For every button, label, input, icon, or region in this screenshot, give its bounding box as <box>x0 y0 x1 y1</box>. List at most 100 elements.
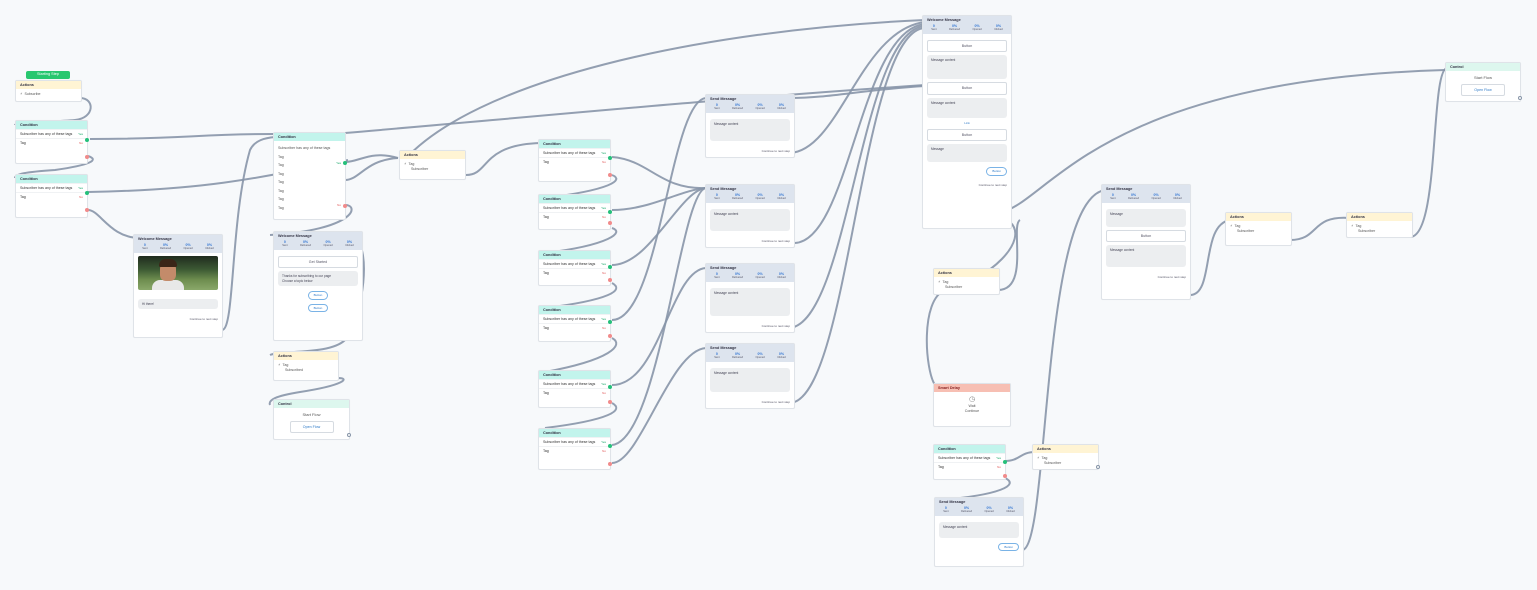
starting-step-badge[interactable]: Starting Step <box>26 71 70 79</box>
output-port[interactable] <box>1518 96 1522 100</box>
condition-node-6[interactable]: Condition Subscriber has any of these ta… <box>538 250 612 286</box>
actions-node-1[interactable]: Actions ⚡Subscribe <box>15 80 82 102</box>
yes-port[interactable] <box>85 138 89 142</box>
yes-label: Yes <box>78 131 83 136</box>
output-port[interactable] <box>347 433 351 437</box>
tag-icon: ⚡ <box>1230 224 1233 228</box>
message-button[interactable]: Button <box>1106 229 1186 243</box>
condition-text: Subscriber has any of these tags <box>20 131 73 136</box>
continue-link[interactable]: Continue to next step <box>761 399 790 404</box>
message-bubble: Message <box>1106 208 1186 227</box>
node-title: Actions <box>400 151 465 159</box>
continue-link[interactable]: Continue to next step <box>761 238 790 243</box>
yes-label: Yes <box>78 185 83 190</box>
action-text: Subscribe <box>24 92 41 96</box>
yes-port[interactable] <box>608 320 612 324</box>
quick-reply-button[interactable]: Button <box>307 303 329 313</box>
message-button[interactable]: Button <box>927 82 1007 95</box>
quick-reply-button[interactable]: Button <box>307 291 329 300</box>
message-link[interactable]: Link <box>964 121 970 125</box>
condition-node-10[interactable]: Condition Subscriber has any of these ta… <box>933 444 1007 480</box>
no-port[interactable] <box>608 334 612 338</box>
node-title: Control <box>1446 63 1520 71</box>
control-node-2[interactable]: Control Start Flow Open Flow <box>1445 62 1522 102</box>
yes-port[interactable] <box>608 385 612 389</box>
yes-port[interactable] <box>608 444 612 448</box>
continue-link[interactable]: Continue to next step <box>189 317 218 322</box>
no-port[interactable] <box>1003 474 1007 478</box>
condition-node-1[interactable]: Condition Subscriber has any of these ta… <box>15 120 89 164</box>
yes-port[interactable] <box>608 156 612 160</box>
node-title: Condition <box>539 140 610 148</box>
no-port[interactable] <box>608 400 612 404</box>
no-label: No <box>79 194 83 199</box>
message-button[interactable]: Button <box>927 128 1007 142</box>
continue-link[interactable]: Continue to next step <box>1157 275 1186 280</box>
message-button[interactable]: Button <box>927 39 1007 53</box>
yes-label: Yes <box>336 161 341 165</box>
condition-node-7[interactable]: Condition Subscriber has any of these ta… <box>538 305 612 342</box>
message-bubble: Hi there! <box>138 298 218 310</box>
no-port[interactable] <box>608 221 612 225</box>
node-title: Smart Delay <box>934 384 1010 392</box>
node-title: Condition <box>539 195 610 203</box>
message-bubble: Message <box>927 144 1007 163</box>
yes-port[interactable] <box>1003 460 1007 464</box>
node-title: Send Message <box>706 185 794 193</box>
quick-reply-button[interactable]: Button <box>986 167 1007 176</box>
condition-node-2[interactable]: Condition Subscriber has any of these ta… <box>15 174 89 218</box>
no-port[interactable] <box>608 462 612 466</box>
condition-text: Subscriber has any of these tags <box>278 146 331 150</box>
condition-node-3[interactable]: Condition Subscriber has any of these ta… <box>273 132 347 220</box>
node-title: Send Message <box>1102 185 1190 193</box>
yes-port[interactable] <box>608 265 612 269</box>
condition-node-8[interactable]: Condition Subscriber has any of these ta… <box>538 370 612 408</box>
continue-link[interactable]: Continue to next step <box>761 148 790 153</box>
delay-text: Wait <box>968 404 976 408</box>
continue-link[interactable]: Continue to next step <box>761 323 790 328</box>
control-node-1[interactable]: Control Start Flow Open Flow <box>273 399 351 440</box>
yes-port[interactable] <box>343 161 347 165</box>
no-port[interactable] <box>608 278 612 282</box>
open-flow-button[interactable]: Open Flow <box>1461 83 1505 97</box>
message-bubble: Message content <box>939 521 1019 538</box>
continue-link[interactable]: Continue to next step <box>978 182 1007 187</box>
open-flow-button[interactable]: Open Flow <box>289 420 334 434</box>
no-port[interactable] <box>608 173 612 177</box>
node-title: Actions <box>934 269 999 277</box>
no-port[interactable] <box>85 208 89 212</box>
condition-node-4[interactable]: Condition Subscriber has any of these ta… <box>538 139 612 182</box>
smart-delay-node[interactable]: Smart Delay ◷ Wait Continue <box>933 383 1011 427</box>
yes-port[interactable] <box>85 191 89 195</box>
get-started-button[interactable]: Get Started <box>278 255 358 269</box>
condition-node-5[interactable]: Condition Subscriber has any of these ta… <box>538 194 612 230</box>
output-port[interactable] <box>1096 465 1100 469</box>
condition-node-9[interactable]: Condition Subscriber has any of these ta… <box>538 428 612 470</box>
quick-reply-button[interactable]: Button <box>998 542 1019 552</box>
yes-port[interactable] <box>608 210 612 214</box>
no-port[interactable] <box>343 204 347 208</box>
no-port[interactable] <box>85 155 89 159</box>
tag-icon: ⚡ <box>1351 224 1354 228</box>
message-bubble: Message content <box>710 118 790 141</box>
